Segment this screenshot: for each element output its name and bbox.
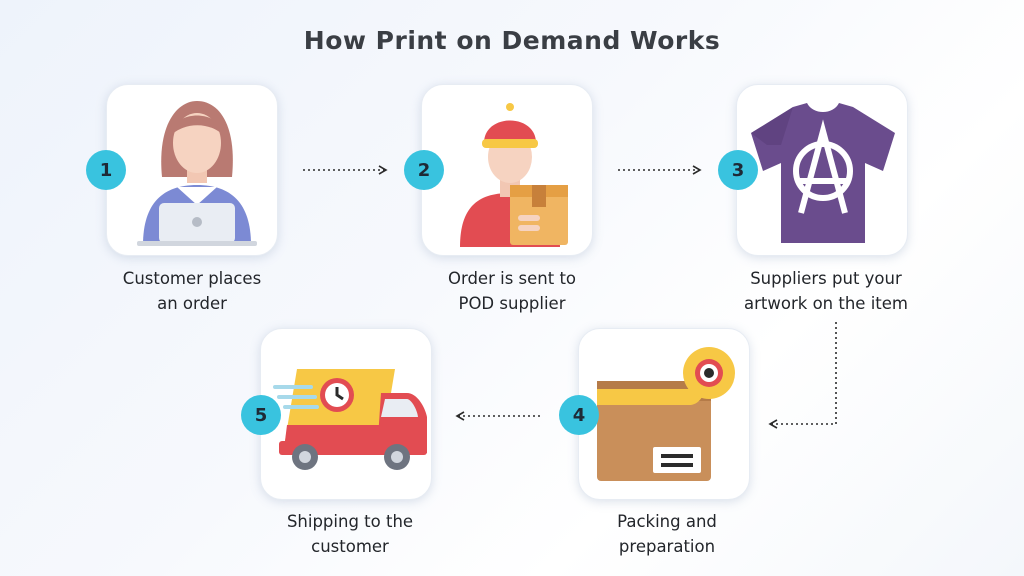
arrow-3-to-4 (768, 322, 837, 429)
step-2-label: Order is sent to POD supplier (447, 269, 577, 313)
step-5-badge: 5 (241, 395, 281, 435)
step-2-card (421, 84, 593, 256)
step-5-card (260, 328, 432, 500)
customer-laptop-icon (137, 101, 257, 246)
page-title: How Print on Demand Works (303, 26, 721, 55)
delivery-truck-icon (273, 369, 427, 470)
step-5-label: Shipping to the customer (286, 512, 414, 556)
step-4-card (578, 328, 750, 500)
step-1-card (106, 84, 278, 256)
step-4-badge: 4 (559, 395, 599, 435)
step-1-badge: 1 (86, 150, 126, 190)
step-1-label: Customer places an order (122, 269, 262, 313)
step-4-label: Packing and preparation (617, 512, 717, 556)
step-3-label: Suppliers put your artwork on the item (744, 269, 908, 313)
package-tape-icon (597, 347, 735, 481)
step-2-badge: 2 (404, 150, 444, 190)
step-3-card (736, 84, 908, 256)
step-3-badge: 3 (718, 150, 758, 190)
delivery-person-icon (460, 103, 568, 247)
tshirt-icon (751, 103, 895, 243)
